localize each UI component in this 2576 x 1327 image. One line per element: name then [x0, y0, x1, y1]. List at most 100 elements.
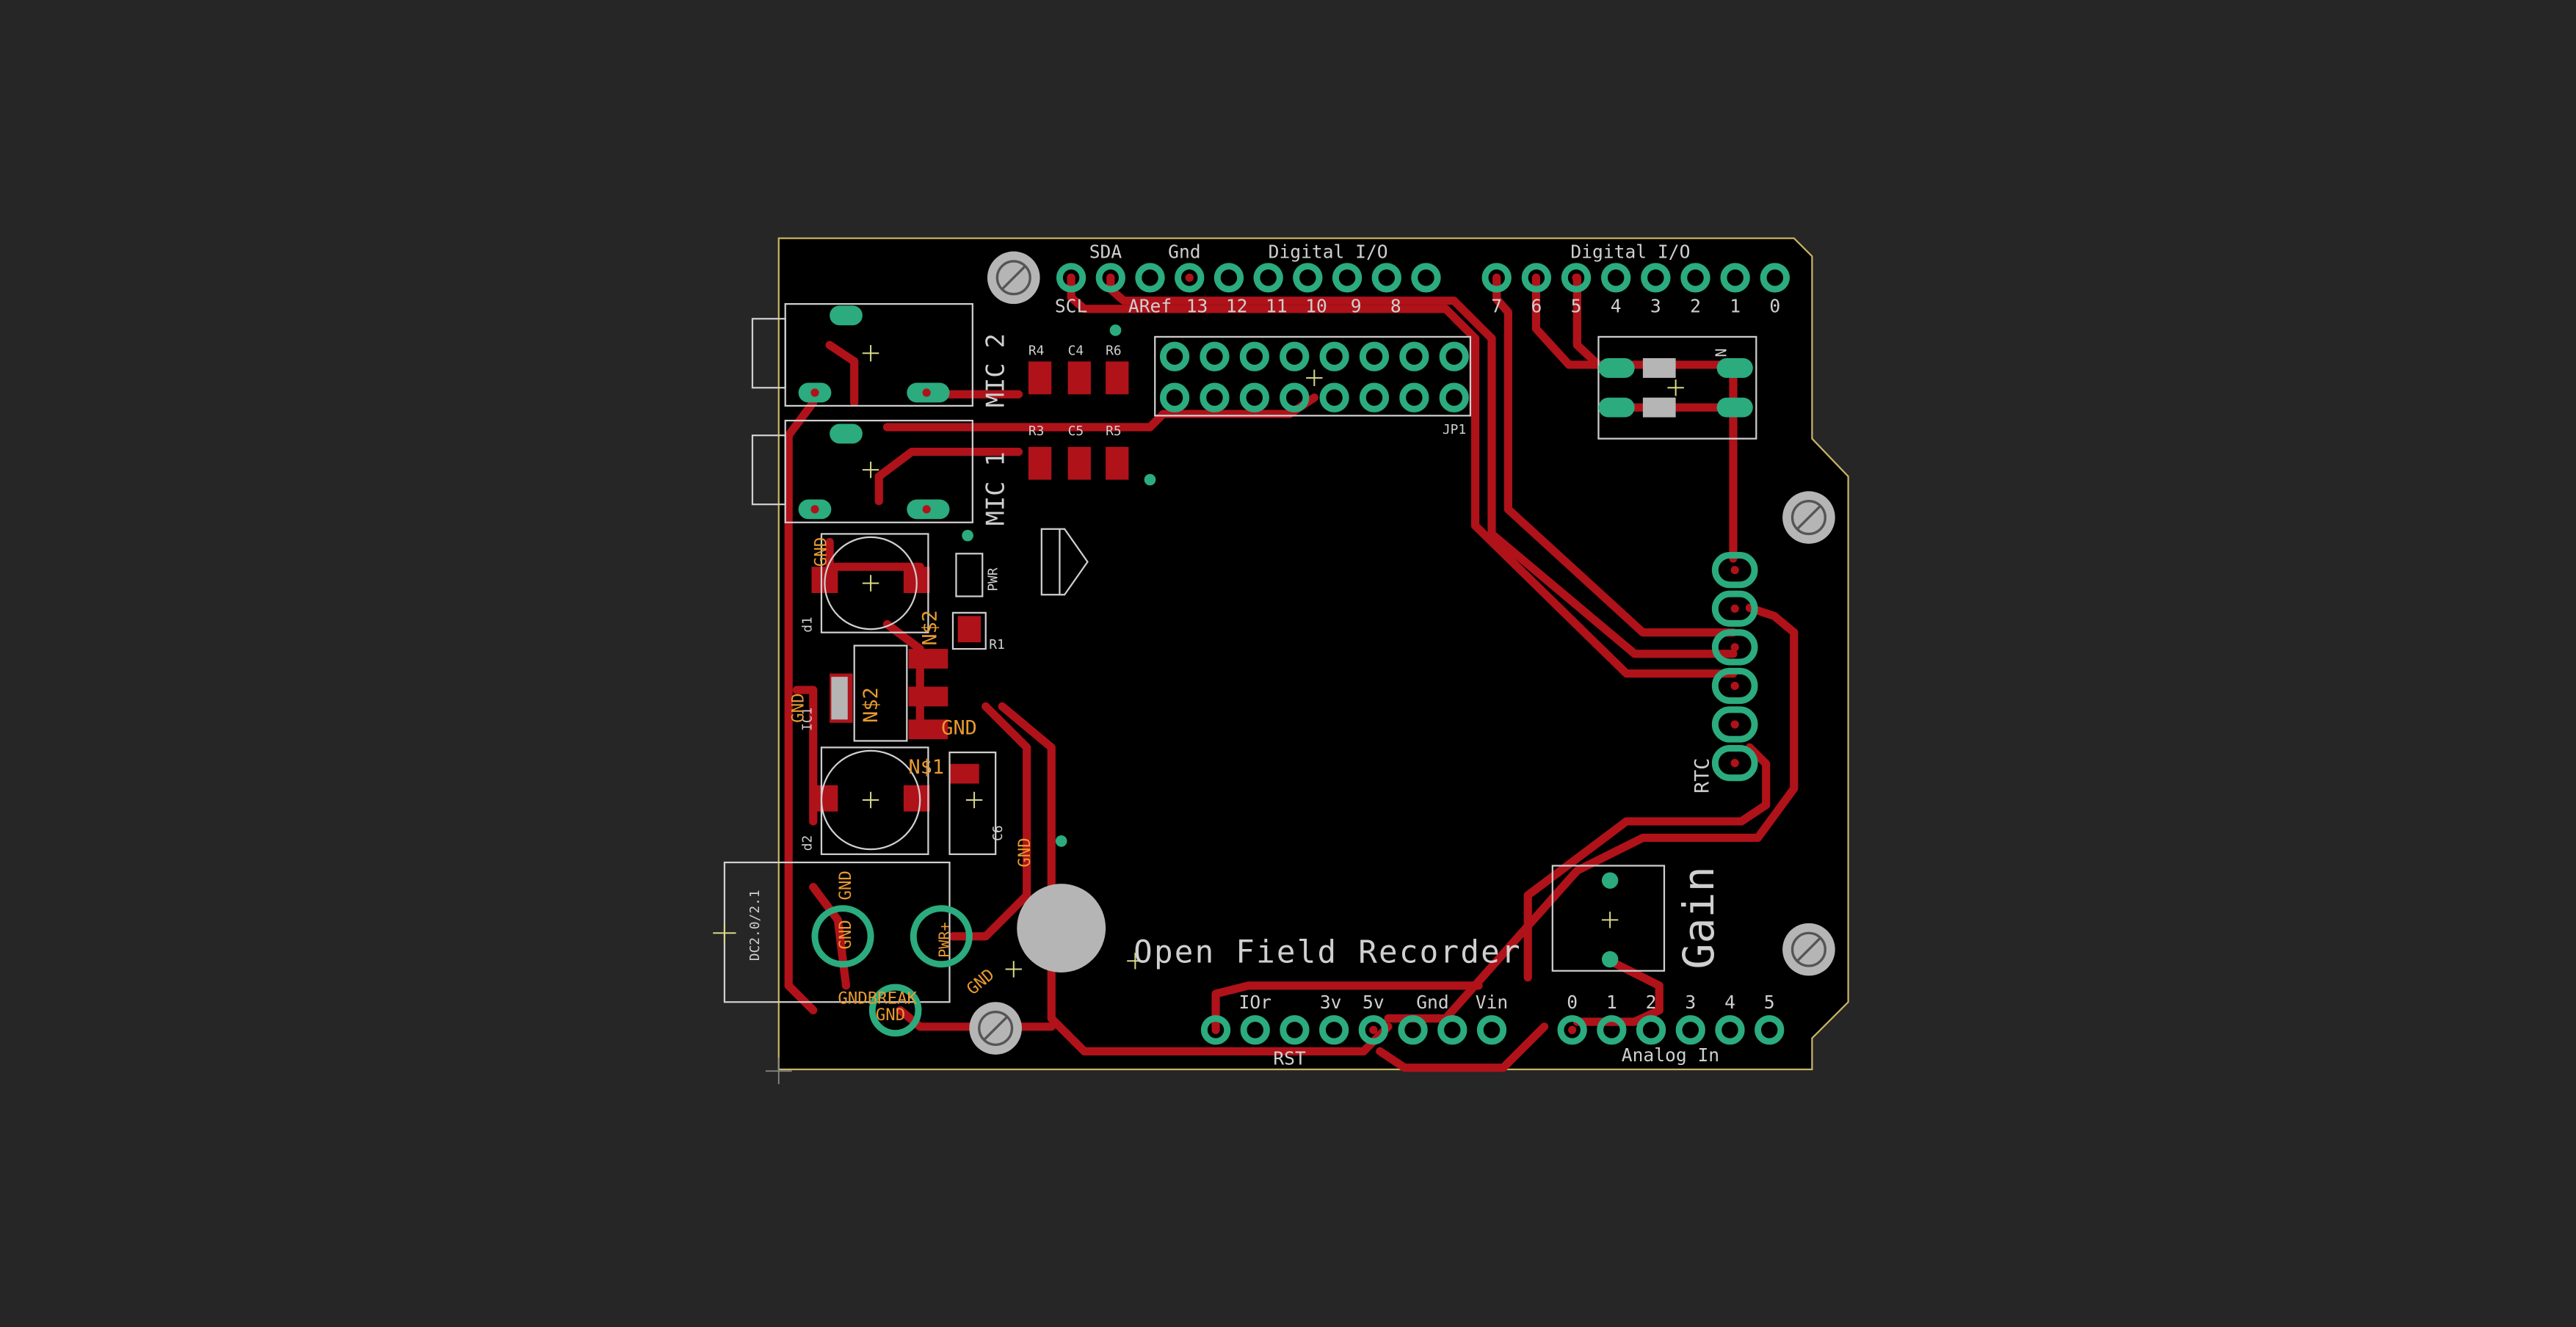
header-jp1	[1159, 341, 1469, 412]
pin-label: 4	[1611, 295, 1622, 316]
rtc-pin-drill	[1730, 681, 1739, 691]
rtc-pin	[1711, 745, 1758, 782]
header-pin	[1319, 1015, 1349, 1045]
gnd-net-label: GND	[941, 716, 976, 739]
header-pin	[1481, 263, 1512, 293]
rtc-label: RTC	[1691, 758, 1713, 793]
header-pin	[1135, 263, 1165, 293]
pin-label: 1	[1730, 295, 1741, 316]
ns2-label-b: N$2	[860, 687, 882, 722]
ns1-label: N$1	[909, 756, 944, 779]
pin-label: 2	[1690, 295, 1701, 316]
jp1-pin	[1159, 341, 1190, 371]
large-hole	[1017, 884, 1106, 972]
board-title: Open Field Recorder	[1133, 935, 1522, 971]
pin-label: IOr	[1239, 992, 1271, 1013]
pin-label: 8	[1390, 295, 1401, 316]
header-pin	[1720, 263, 1750, 293]
rtc-pin	[1711, 706, 1758, 743]
pin-label: SCL	[1055, 295, 1087, 316]
jp1-pin	[1200, 341, 1230, 371]
jp1-pin	[1239, 382, 1269, 412]
rtc-pin	[1711, 552, 1758, 589]
pin-label: 12	[1226, 295, 1248, 316]
pin-label: 9	[1351, 295, 1362, 316]
pin-label: Vin	[1476, 992, 1508, 1013]
pin-label: ARef	[1128, 295, 1172, 316]
header-pin	[1253, 263, 1283, 293]
rtc-pin	[1711, 629, 1758, 666]
header-pin-drill	[1106, 273, 1115, 282]
dc-jack-label: DC2.0/2.1	[747, 890, 763, 961]
header-pin	[1095, 263, 1125, 293]
header-pin-drill	[1369, 1025, 1378, 1034]
r1-label: R1	[989, 637, 1005, 652]
pin-label: 0	[1769, 295, 1780, 316]
header-pin	[1597, 1015, 1627, 1045]
rtc-pin-drill	[1730, 643, 1739, 652]
pin-label: 2	[1646, 992, 1657, 1013]
d2-label: d2	[800, 835, 816, 851]
pin-label: 4	[1724, 992, 1735, 1013]
rtc-pin-drill	[1730, 759, 1739, 768]
mounting-holes	[969, 251, 1835, 1055]
pin-label: 5v	[1363, 992, 1385, 1013]
mounting-hole	[1782, 491, 1835, 544]
n-label: N	[1711, 349, 1729, 357]
gnd-net-label-8: GND	[876, 1006, 905, 1025]
rtc-pin-drill	[1730, 720, 1739, 729]
pin-label: 7	[1491, 295, 1502, 316]
sda-label: SDA	[1089, 241, 1122, 262]
header-pin-drill	[1185, 273, 1194, 282]
jp1-pin	[1159, 382, 1190, 412]
pin-label: 6	[1531, 295, 1542, 316]
jp1-pin	[1319, 382, 1349, 412]
header-pin	[1293, 263, 1323, 293]
jp1-pin	[1399, 341, 1429, 371]
header-pin	[1636, 1015, 1666, 1045]
jp1-pin	[1359, 382, 1390, 412]
jp1-pin	[1319, 341, 1349, 371]
c6-label: C6	[990, 825, 1006, 841]
rtc-pin-drill	[1730, 604, 1739, 613]
ns2-label-a: N$2	[919, 610, 942, 645]
header-rtc	[1711, 552, 1758, 782]
pin-label: 13	[1186, 295, 1208, 316]
header-pin-drill	[1572, 273, 1581, 282]
gnd-net-label-4: GND	[1015, 837, 1034, 867]
jp1-pin	[1439, 341, 1469, 371]
pwr-plus-net-label: PWR+	[935, 922, 953, 957]
header-pin	[1175, 263, 1205, 293]
jp1-pin	[1239, 341, 1269, 371]
pin-label: 5	[1764, 992, 1775, 1013]
mic1-label: MIC 1	[981, 451, 1009, 526]
gnd-net-label-2: GND	[812, 537, 831, 567]
net-labels: N$2 N$2 N$1 GND GND GND GND GND GND GND …	[788, 537, 1034, 1025]
header-pin	[1200, 1015, 1231, 1045]
jp1-pin	[1359, 341, 1390, 371]
r6-label: R6	[1106, 343, 1122, 359]
pin-label: 0	[1567, 992, 1578, 1013]
header-pin	[1755, 1015, 1785, 1045]
silkscreen	[723, 303, 1757, 1003]
header-pin	[1601, 263, 1631, 293]
pin-label: 1	[1606, 992, 1617, 1013]
mounting-hole	[987, 251, 1040, 305]
rtc-pin	[1711, 667, 1758, 705]
pin-label: 10	[1305, 295, 1327, 316]
header-pin	[1557, 1015, 1587, 1045]
gndbreak-net-label: GNDBREAK	[838, 989, 917, 1008]
r3-label: R3	[1028, 423, 1045, 439]
mounting-hole	[1782, 923, 1835, 976]
header-pin	[1680, 263, 1710, 293]
jp1-label: JP1	[1443, 422, 1466, 437]
pwr-label: PWR	[985, 567, 1001, 592]
rtc-pin	[1711, 590, 1758, 627]
gain-label: Gain	[1674, 866, 1724, 969]
origin-crosses	[713, 345, 1684, 978]
